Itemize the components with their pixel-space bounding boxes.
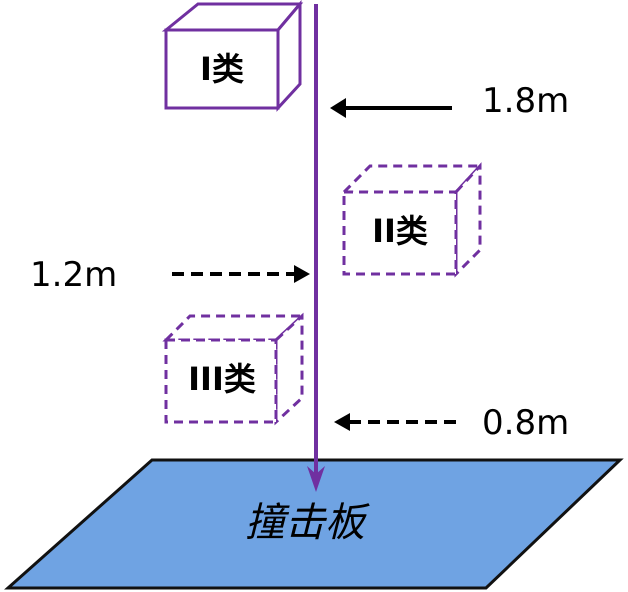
- height-arrowhead-0-8m: [334, 413, 350, 431]
- impact-plate-label: 撞击板: [245, 500, 370, 546]
- height-label-1-8m: 1.8m: [482, 81, 569, 121]
- impact-plate: 撞击板: [4, 458, 624, 590]
- box-class-1-label: I类: [200, 50, 244, 88]
- drop-line-arrowhead: [307, 466, 325, 492]
- impact-plate-surface: [4, 458, 624, 590]
- box-class-2-front: [342, 190, 458, 276]
- box-class-3: III类: [162, 312, 306, 426]
- box-class-3-front: [164, 338, 278, 424]
- height-arrowhead-1-2m: [294, 265, 310, 283]
- height-marker-1-8m: 1.8m: [330, 81, 569, 121]
- box-class-1: I类: [161, 0, 304, 112]
- height-marker-1-2m: 1.2m: [30, 255, 310, 295]
- height-label-1-2m: 1.2m: [30, 255, 117, 295]
- box-class-2-top: [340, 164, 484, 194]
- height-arrowhead-1-8m: [330, 98, 346, 118]
- box-class-2: II类: [340, 162, 484, 278]
- box-class-3-label: III类: [188, 360, 256, 398]
- height-label-0-8m: 0.8m: [482, 403, 569, 443]
- box-class-2-label: II类: [372, 212, 428, 250]
- box-class-1-front: [164, 28, 280, 110]
- height-marker-0-8m: 0.8m: [334, 403, 569, 443]
